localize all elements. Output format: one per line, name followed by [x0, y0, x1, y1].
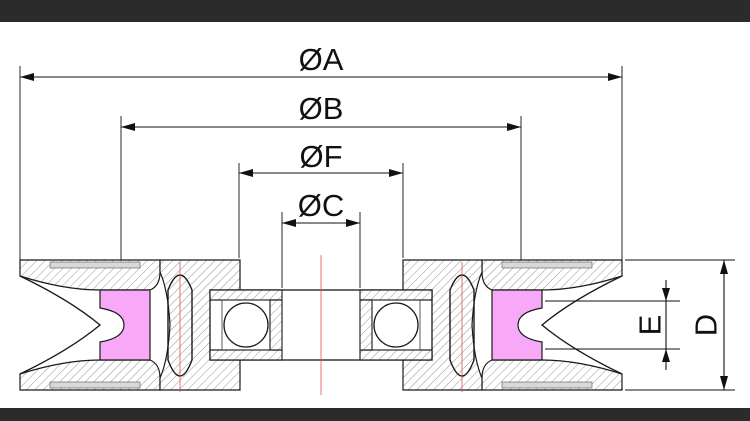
- dimension-f: ØF: [238, 139, 404, 258]
- insert-right: [491, 289, 543, 361]
- dimension-f-label: ØF: [299, 139, 342, 174]
- top-frame-bar: [0, 0, 750, 22]
- dimension-e: E: [545, 280, 680, 370]
- dimension-d: D: [625, 259, 735, 391]
- dimension-d-label: D: [689, 314, 724, 336]
- dimension-c-label: ØC: [298, 188, 345, 223]
- insert-left: [99, 289, 151, 361]
- ball-right: [373, 302, 419, 348]
- dimension-b: ØB: [120, 91, 522, 262]
- dimension-a: ØA: [19, 42, 623, 262]
- bottom-frame-bar: [0, 408, 750, 421]
- ball-left: [223, 302, 269, 348]
- dimension-a-label: ØA: [299, 42, 344, 77]
- dimension-b-label: ØB: [299, 91, 344, 126]
- dimension-c: ØC: [281, 188, 361, 288]
- dimension-e-label: E: [633, 315, 668, 336]
